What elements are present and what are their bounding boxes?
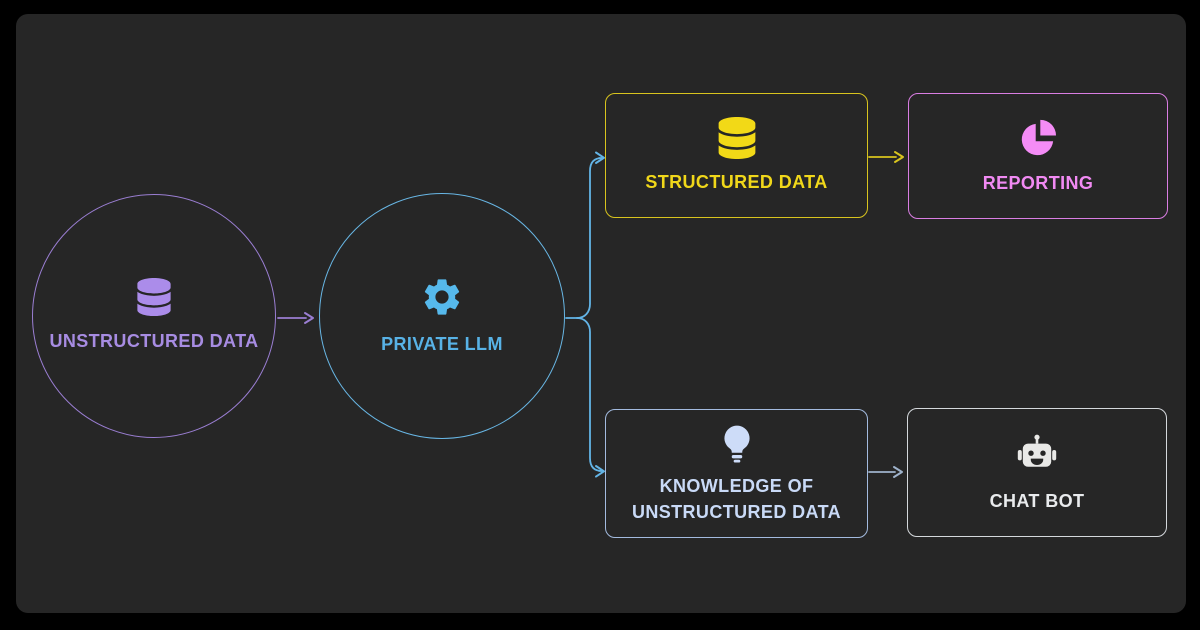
database-icon bbox=[137, 278, 171, 316]
node-label: PRIVATE LLM bbox=[381, 334, 503, 354]
gear-icon bbox=[420, 275, 464, 319]
node-private-llm[interactable]: PRIVATE LLM bbox=[319, 193, 565, 439]
node-unstructured-data[interactable]: UNSTRUCTURED DATA bbox=[32, 194, 276, 438]
node-structured-data[interactable]: STRUCTURED DATA bbox=[605, 93, 868, 218]
pie-chart-icon bbox=[1015, 116, 1061, 162]
node-label: UNSTRUCTURED DATA bbox=[49, 331, 259, 351]
robot-icon bbox=[1013, 432, 1061, 480]
database-icon bbox=[718, 116, 756, 159]
node-label-line1: KNOWLEDGE OF bbox=[659, 475, 814, 496]
node-label: STRUCTURED DATA bbox=[645, 171, 828, 192]
node-reporting[interactable]: REPORTING bbox=[908, 93, 1168, 219]
node-chat-bot[interactable]: CHAT BOT bbox=[907, 408, 1167, 537]
node-label: KNOWLEDGE OF UNSTRUCTURED DATA bbox=[632, 473, 841, 525]
node-label-line2: UNSTRUCTURED DATA bbox=[631, 501, 842, 522]
lightbulb-icon bbox=[716, 423, 758, 465]
node-label: REPORTING bbox=[982, 173, 1094, 193]
node-label: CHAT BOT bbox=[989, 490, 1085, 511]
node-knowledge-of-unstructured-data[interactable]: KNOWLEDGE OF UNSTRUCTURED DATA bbox=[605, 409, 868, 538]
